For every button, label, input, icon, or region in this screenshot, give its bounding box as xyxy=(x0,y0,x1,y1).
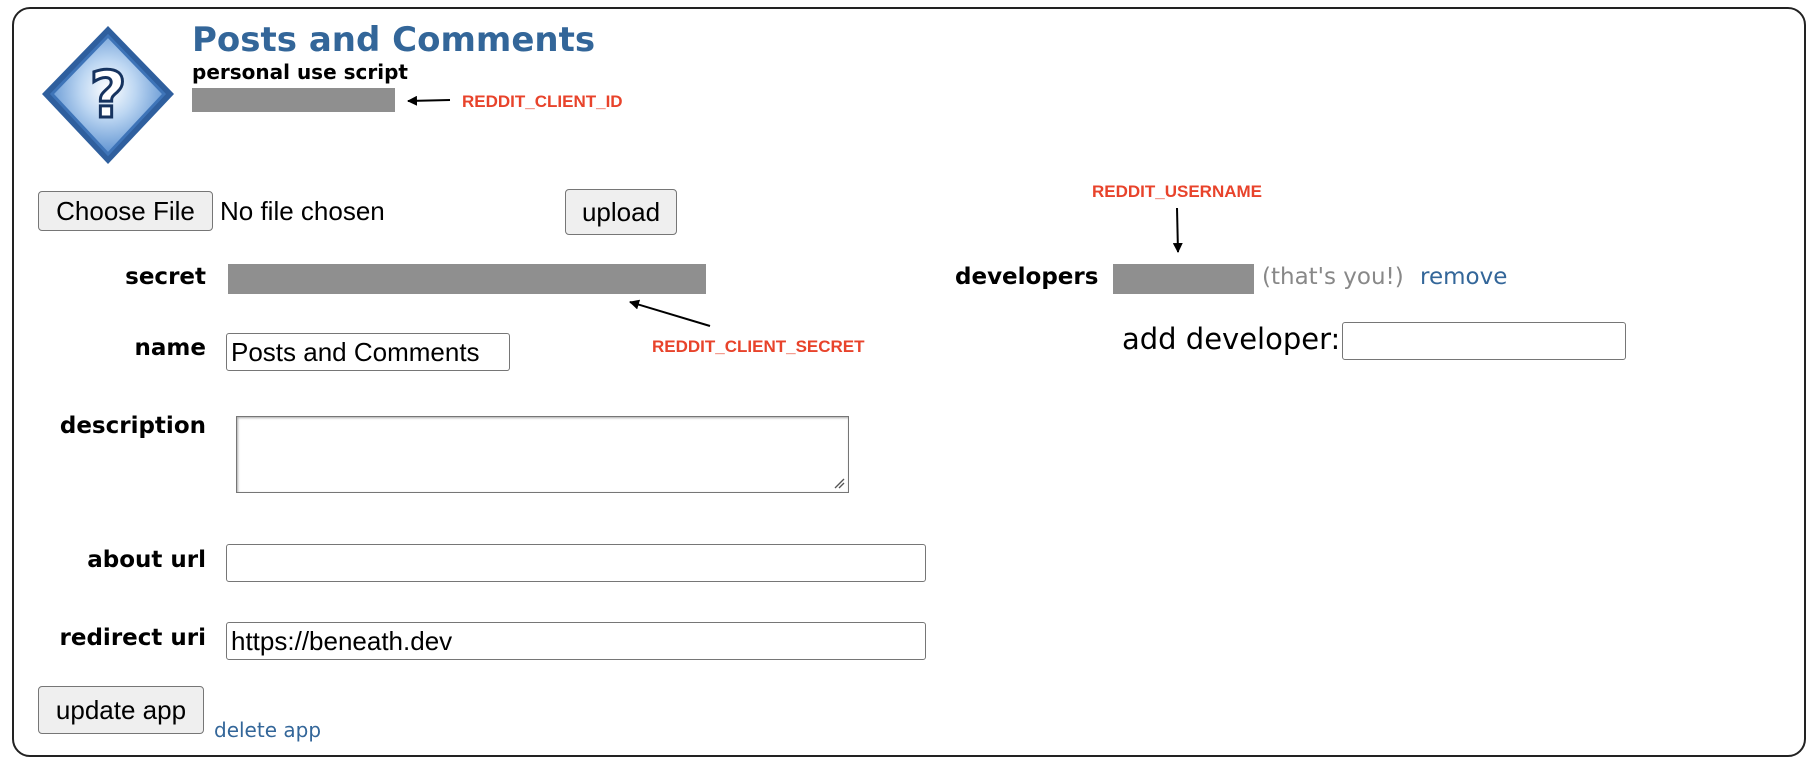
add-developer-label: add developer: xyxy=(1122,322,1341,356)
question-mark-icon: ? xyxy=(38,22,178,170)
description-textarea[interactable] xyxy=(236,416,849,493)
app-type-label: personal use script xyxy=(192,60,408,84)
username-annotation: REDDIT_USERNAME xyxy=(1092,182,1263,201)
svg-text:?: ? xyxy=(89,59,126,133)
redirect-uri-label: redirect uri xyxy=(59,625,206,651)
about-url-input[interactable] xyxy=(226,544,926,582)
add-developer-input[interactable] xyxy=(1342,322,1626,360)
delete-app-link[interactable]: delete app xyxy=(214,718,322,742)
developer-username-redacted xyxy=(1113,264,1254,294)
resize-grip-icon[interactable] xyxy=(833,477,845,489)
client-id-redacted xyxy=(192,88,395,112)
about-url-label: about url xyxy=(87,547,206,573)
redirect-uri-input[interactable]: https://beneath.dev xyxy=(226,622,926,660)
remove-developer-link[interactable]: remove xyxy=(1420,264,1508,290)
client-id-annotation: REDDIT_CLIENT_ID xyxy=(462,92,623,111)
choose-file-button[interactable]: Choose File xyxy=(38,191,213,231)
secret-label: secret xyxy=(125,264,206,290)
client-secret-annotation: REDDIT_CLIENT_SECRET xyxy=(652,337,865,356)
name-label: name xyxy=(134,335,206,361)
secret-redacted xyxy=(228,264,706,294)
app-title: Posts and Comments xyxy=(192,20,596,60)
file-status: No file chosen xyxy=(220,196,385,226)
description-label: description xyxy=(59,413,206,439)
developers-label: developers xyxy=(955,264,1099,290)
thats-you-note: (that's you!) xyxy=(1262,264,1404,290)
upload-button[interactable]: upload xyxy=(565,189,677,235)
update-app-button[interactable]: update app xyxy=(38,686,204,734)
name-input[interactable]: Posts and Comments xyxy=(226,333,510,371)
